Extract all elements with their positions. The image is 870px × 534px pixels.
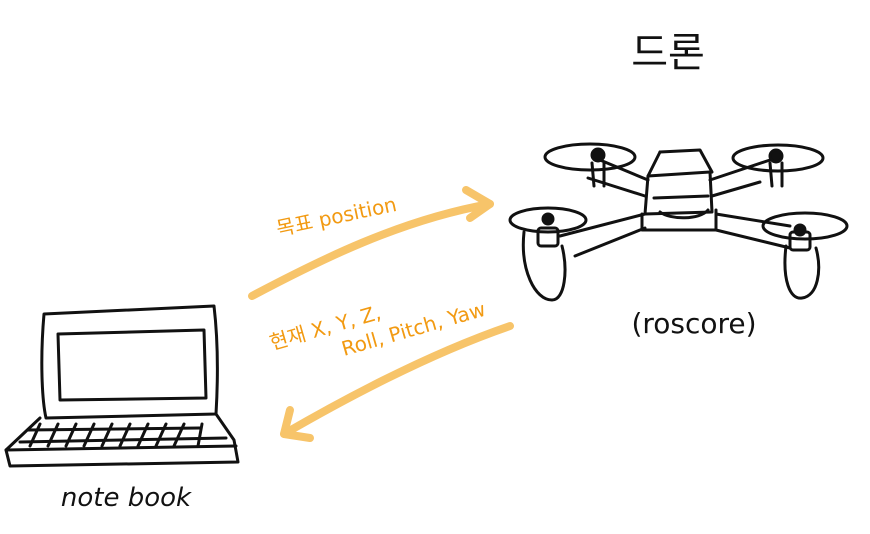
quadcopter-drone-icon: [508, 142, 849, 302]
arrow-to-drone: [248, 186, 494, 300]
drone-title: 드론: [631, 30, 705, 76]
laptop-label: note book: [61, 483, 192, 513]
arrow-to-laptop: [280, 322, 514, 442]
drone-subtitle: (roscore): [631, 307, 756, 340]
laptop-icon: [4, 304, 240, 468]
